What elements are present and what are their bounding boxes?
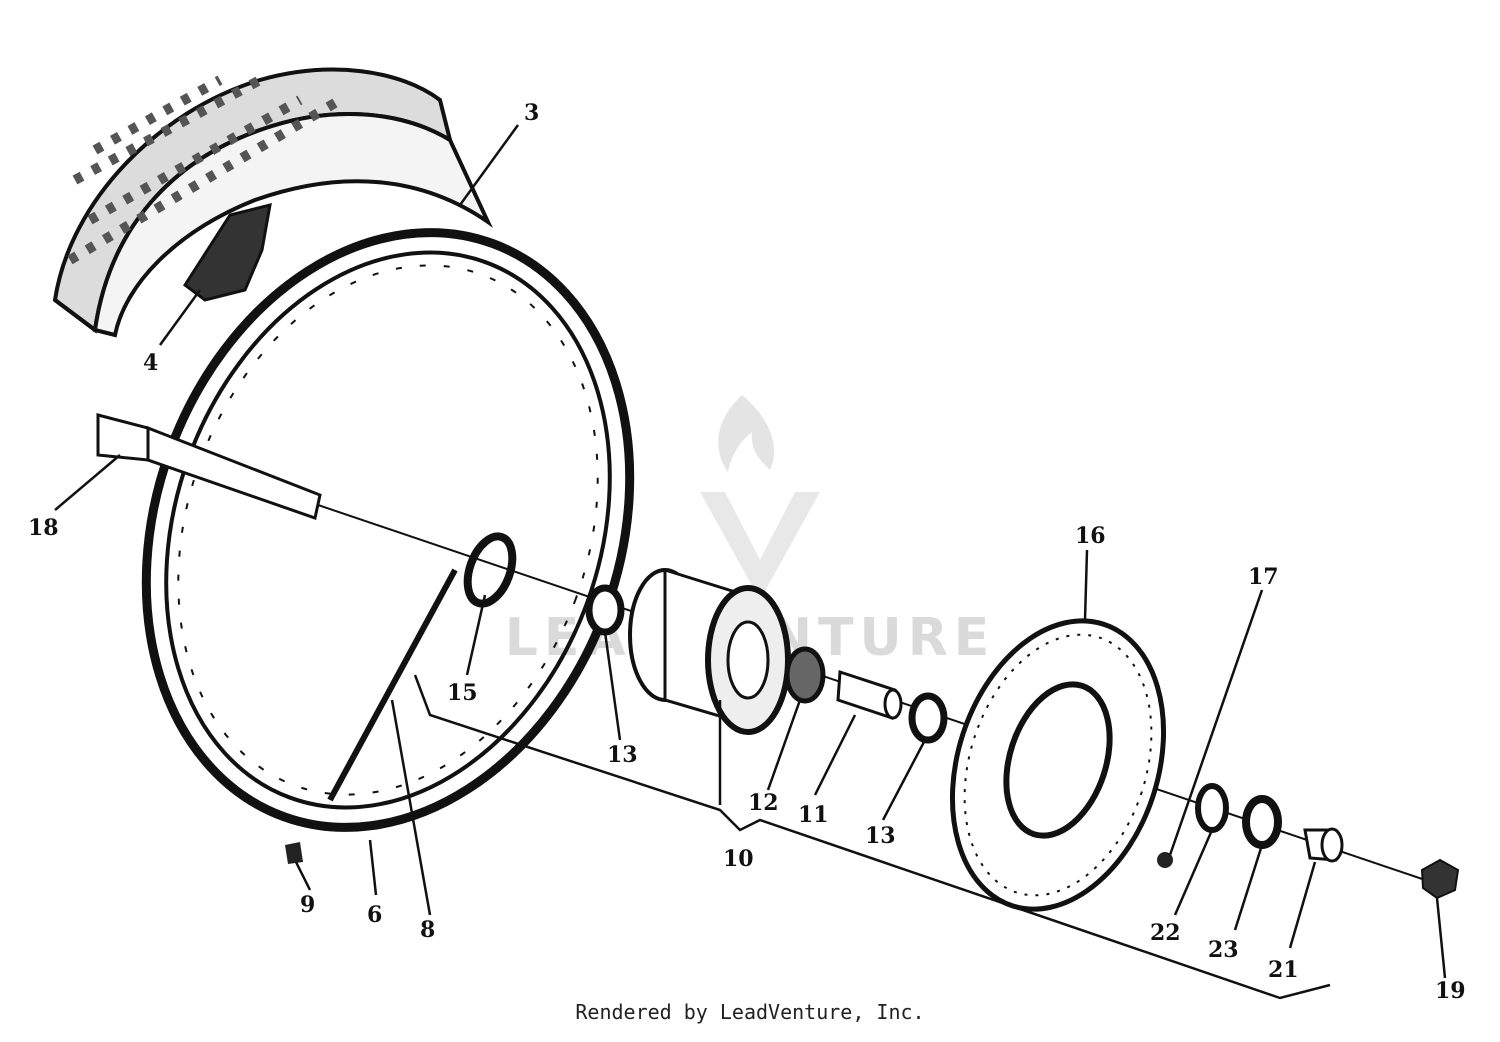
callout-13-right: 13	[865, 823, 896, 849]
callout-12: 12	[748, 790, 779, 816]
callout-17: 17	[1248, 564, 1279, 590]
callout-16: 16	[1075, 523, 1106, 549]
rendered-by-footer: Rendered by LeadVenture, Inc.	[575, 1000, 925, 1024]
callout-11: 11	[798, 802, 829, 828]
bearing-part-left	[585, 584, 625, 636]
seal-part	[463, 532, 517, 608]
seal-part-22	[1195, 783, 1229, 833]
bearing-part-12	[784, 646, 826, 704]
collar-part	[836, 669, 903, 721]
callout-9: 9	[300, 892, 315, 918]
callout-18: 18	[28, 515, 59, 541]
bearing-part-right	[908, 692, 948, 744]
callout-4: 4	[143, 350, 158, 376]
callout-19: 19	[1435, 978, 1466, 1004]
callout-8: 8	[420, 917, 435, 943]
axle-nut-part	[1420, 858, 1460, 900]
callout-23: 23	[1208, 937, 1239, 963]
rim-part	[141, 228, 635, 832]
callout-21: 21	[1268, 957, 1299, 983]
hub-assembly-bracket	[413, 674, 1331, 1000]
callout-10: 10	[723, 846, 754, 872]
callout-6: 6	[367, 902, 382, 928]
callout-13-left: 13	[607, 742, 638, 768]
leader-lines	[54, 124, 1447, 979]
callout-labels: 3 4 18 15 13 12 11 13 10 9 6 8 16 17 22 …	[28, 100, 1466, 1004]
hub-part	[628, 567, 791, 735]
spoke-part	[327, 568, 458, 802]
rim-band-part	[182, 202, 272, 302]
bearing-part-23	[1242, 795, 1282, 849]
callout-15: 15	[447, 680, 478, 706]
tire-part	[52, 67, 493, 338]
callout-22: 22	[1150, 920, 1181, 946]
callout-3: 3	[524, 100, 539, 126]
spoke-nipple-part	[285, 842, 303, 864]
bolt-part	[1157, 852, 1173, 868]
collar-part-21	[1303, 827, 1344, 863]
